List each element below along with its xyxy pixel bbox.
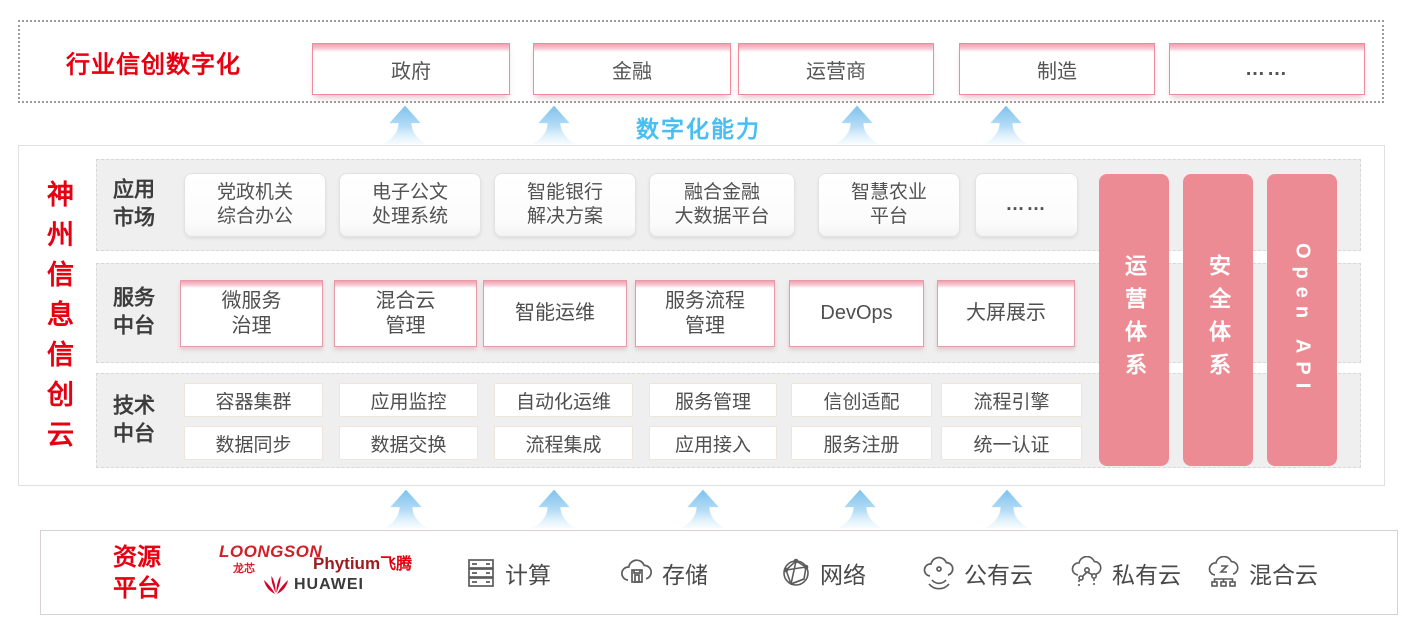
capability-label: 数字化能力	[636, 116, 761, 142]
industry-box-operator: 运营商	[738, 43, 934, 95]
platform-vertical-title: 神州信息信创云	[43, 180, 73, 460]
phytium-logo: Phytium飞腾	[313, 554, 413, 573]
tech-box-unified-auth: 统一认证	[941, 426, 1082, 460]
app-box-finance-bigdata: 融合金融 大数据平台	[649, 173, 795, 237]
cloud-platform-panel: 神州信息信创云 应用 市场 党政机关 综合办公 电子公文 处理系统 智能银行 解…	[18, 145, 1385, 486]
resource-item-compute: 计算	[464, 556, 551, 590]
industry-box-government: 政府	[312, 43, 510, 95]
tech-box-service-registry: 服务注册	[791, 426, 932, 460]
service-platform-band: 服务 中台 微服务 治理 混合云 管理 智能运维 服务流程 管理 DevOps …	[96, 263, 1361, 363]
loongson-logo: LOONGSON 龙芯	[219, 542, 323, 575]
pillar-operations-system: 运营体系	[1099, 174, 1169, 466]
up-arrow-icon	[531, 489, 577, 529]
industry-box-finance: 金融	[533, 43, 731, 95]
pillar-security-system: 安全体系	[1183, 174, 1253, 466]
pillar-open-api: Open API	[1267, 174, 1337, 466]
up-arrow-icon	[984, 489, 1030, 529]
resource-platform-label: 资源 平台	[113, 543, 161, 602]
tech-box-service-mgmt: 服务管理	[649, 383, 777, 417]
tech-platform-band: 技术 中台 容器集群 应用监控 自动化运维 服务管理 信创适配 流程引擎 数据同…	[96, 373, 1361, 468]
app-box-e-document: 电子公文 处理系统	[339, 173, 481, 237]
huawei-flower-icon	[264, 576, 288, 594]
tech-box-automated-ops: 自动化运维	[494, 383, 633, 417]
hybrid-cloud-icon	[1208, 555, 1239, 587]
industry-banner-label: 行业信创数字化	[66, 51, 241, 78]
tech-box-process-engine: 流程引擎	[941, 383, 1082, 417]
resource-item-network: 网络	[779, 556, 866, 590]
up-arrow-icon	[382, 105, 428, 145]
industry-banner: 行业信创数字化 政府 金融 运营商 制造 ……	[18, 20, 1384, 103]
tech-box-app-monitoring: 应用监控	[339, 383, 478, 417]
tech-box-data-exchange: 数据交换	[339, 426, 478, 460]
tech-box-xinchuang-adapt: 信创适配	[791, 383, 932, 417]
tech-box-app-access: 应用接入	[649, 426, 777, 460]
service-platform-label: 服务 中台	[113, 286, 155, 338]
up-arrow-icon	[983, 105, 1029, 145]
tech-box-container-cluster: 容器集群	[184, 383, 323, 417]
resource-item-hybrid-cloud: 混合云	[1206, 555, 1318, 590]
up-arrow-icon	[837, 489, 883, 529]
up-arrow-icon	[531, 105, 577, 145]
up-arrow-icon	[383, 489, 429, 529]
public-cloud-icon	[923, 556, 954, 590]
huawei-logo: HUAWEI	[263, 575, 364, 595]
app-market-label: 应用 市场	[113, 178, 155, 230]
up-arrow-icon	[834, 105, 880, 145]
private-cloud-icon	[1071, 555, 1102, 586]
app-box-more: ……	[975, 173, 1078, 237]
svc-box-hybrid-cloud-mgmt: 混合云 管理	[334, 280, 477, 347]
tech-box-data-sync: 数据同步	[184, 426, 323, 460]
network-globe-icon	[783, 558, 809, 586]
resource-item-storage: 存储	[619, 556, 708, 590]
resource-platform-panel: 资源 平台 LOONGSON 龙芯 Phytium飞腾 HUAWEI	[40, 530, 1398, 615]
industry-box-manufacturing: 制造	[959, 43, 1155, 95]
svc-box-intelligent-ops: 智能运维	[483, 280, 627, 347]
storage-cloud-icon	[621, 558, 652, 583]
app-market-band: 应用 市场 党政机关 综合办公 电子公文 处理系统 智能银行 解决方案 融合金融…	[96, 159, 1361, 251]
svc-box-big-screen-display: 大屏展示	[937, 280, 1075, 347]
svc-box-service-process-mgmt: 服务流程 管理	[635, 280, 775, 347]
industry-box-more: ……	[1169, 43, 1365, 95]
app-box-smart-banking: 智能银行 解决方案	[494, 173, 636, 237]
svc-box-devops: DevOps	[789, 280, 924, 347]
up-arrow-icon	[680, 489, 726, 529]
svc-box-microservice-governance: 微服务 治理	[180, 280, 323, 347]
app-box-smart-agriculture: 智慧农业 平台	[818, 173, 960, 237]
compute-server-icon	[468, 558, 494, 587]
tech-platform-label: 技术 中台	[113, 394, 155, 446]
resource-item-public-cloud: 公有云	[921, 556, 1033, 590]
tech-box-process-integration: 流程集成	[494, 426, 633, 460]
resource-item-private-cloud: 私有云	[1069, 555, 1181, 590]
app-box-party-gov-office: 党政机关 综合办公	[184, 173, 326, 237]
